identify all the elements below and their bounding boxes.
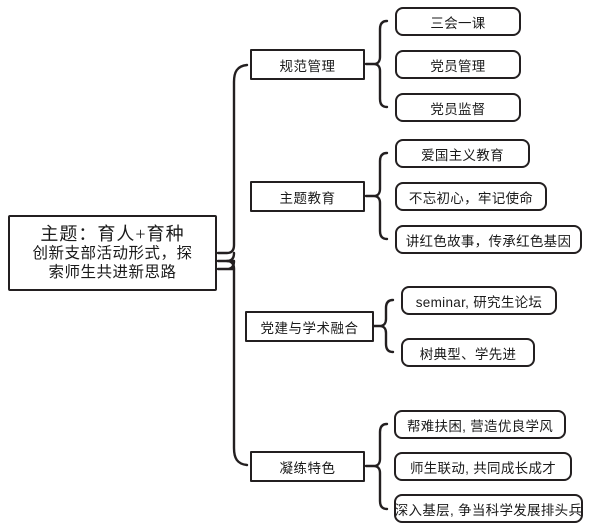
leaf-node-1-1[interactable]: 三会一课 (395, 7, 521, 36)
leaf-label-2-1: 爱国主义教育 (421, 147, 504, 163)
leaf-node-3-2[interactable]: 树典型、学先进 (401, 338, 535, 367)
leaf-label-3-1: seminar, 研究生论坛 (415, 294, 543, 310)
branch-node-3[interactable]: 党建与学术融合 (245, 311, 374, 342)
root-subtitle-line-2: 索师生共进新思路 (48, 263, 177, 281)
root-subtitle-line-1: 创新支部活动形式，探 (32, 245, 193, 263)
branch-node-4[interactable]: 凝练特色 (250, 451, 365, 482)
leaf-label-4-2: 师生联动, 共同成长成才 (409, 460, 557, 476)
branch-label-2: 主题教育 (279, 190, 336, 206)
root-title: 主题：育人+育种 (40, 224, 185, 245)
branch-label-1: 规范管理 (279, 58, 336, 74)
leaf-node-1-3[interactable]: 党员监督 (395, 93, 521, 122)
root-brace (216, 63, 249, 467)
leaf-node-4-2[interactable]: 师生联动, 共同成长成才 (394, 452, 572, 481)
root-node[interactable]: 主题：育人+育种 创新支部活动形式，探 索师生共进新思路 (8, 215, 217, 291)
leaf-node-2-1[interactable]: 爱国主义教育 (395, 139, 530, 168)
leaf-node-2-2[interactable]: 不忘初心，牢记使命 (395, 182, 547, 211)
leaf-label-3-2: 树典型、学先进 (419, 346, 517, 362)
branch-label-4: 凝练特色 (279, 460, 336, 476)
leaf-node-4-3[interactable]: 深入基层, 争当科学发展排头兵 (394, 494, 583, 523)
root-brace-tip (216, 251, 236, 271)
branch-label-3: 党建与学术融合 (260, 320, 359, 336)
leaf-label-2-3: 讲红色故事，传承红色基因 (405, 233, 572, 249)
leaf-node-2-3[interactable]: 讲红色故事，传承红色基因 (395, 225, 582, 254)
leaf-label-1-3: 党员监督 (430, 101, 486, 117)
brace-group-3 (372, 298, 395, 354)
brace-group-4 (364, 422, 389, 511)
leaf-label-1-2: 党员管理 (430, 58, 486, 74)
leaf-node-1-2[interactable]: 党员管理 (395, 50, 521, 79)
leaf-label-4-1: 帮难扶困, 营造优良学风 (406, 418, 554, 434)
leaf-label-4-3: 深入基层, 争当科学发展排头兵 (394, 502, 583, 518)
brace-group-1 (364, 19, 389, 109)
leaf-node-3-1[interactable]: seminar, 研究生论坛 (401, 286, 557, 315)
leaf-label-2-2: 不忘初心，牢记使命 (408, 190, 534, 206)
branch-node-2[interactable]: 主题教育 (250, 181, 365, 212)
leaf-label-1-1: 三会一课 (430, 15, 486, 31)
branch-node-1[interactable]: 规范管理 (250, 49, 365, 80)
brace-group-2 (364, 151, 389, 241)
leaf-node-4-1[interactable]: 帮难扶困, 营造优良学风 (394, 410, 566, 439)
